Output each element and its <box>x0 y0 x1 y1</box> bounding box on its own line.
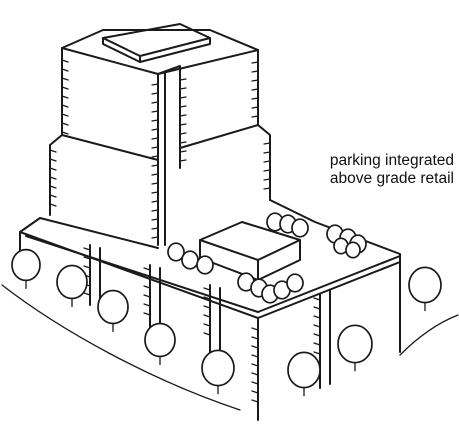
tree <box>56 264 88 300</box>
tree <box>337 324 373 364</box>
tree <box>97 289 129 325</box>
floor-ticks <box>49 59 271 239</box>
tree <box>345 241 361 259</box>
tree <box>291 218 309 238</box>
tree <box>201 349 235 387</box>
tree <box>11 248 41 282</box>
tower <box>49 29 271 246</box>
roof-penthouse <box>102 23 211 63</box>
podium <box>19 199 401 421</box>
tree <box>144 322 176 358</box>
tree <box>408 266 442 304</box>
tree <box>287 351 321 389</box>
trees <box>11 212 442 397</box>
tree <box>196 255 214 275</box>
tree <box>286 273 304 293</box>
annotation-label: parking integrated above grade retail <box>286 152 454 188</box>
tree <box>181 250 199 270</box>
ground-lines <box>1 284 459 411</box>
annotation-line-2: above grade retail <box>329 170 454 187</box>
tree <box>167 242 185 262</box>
podium-ticks <box>83 247 321 403</box>
annotation-line-1: parking integrated <box>329 152 454 169</box>
